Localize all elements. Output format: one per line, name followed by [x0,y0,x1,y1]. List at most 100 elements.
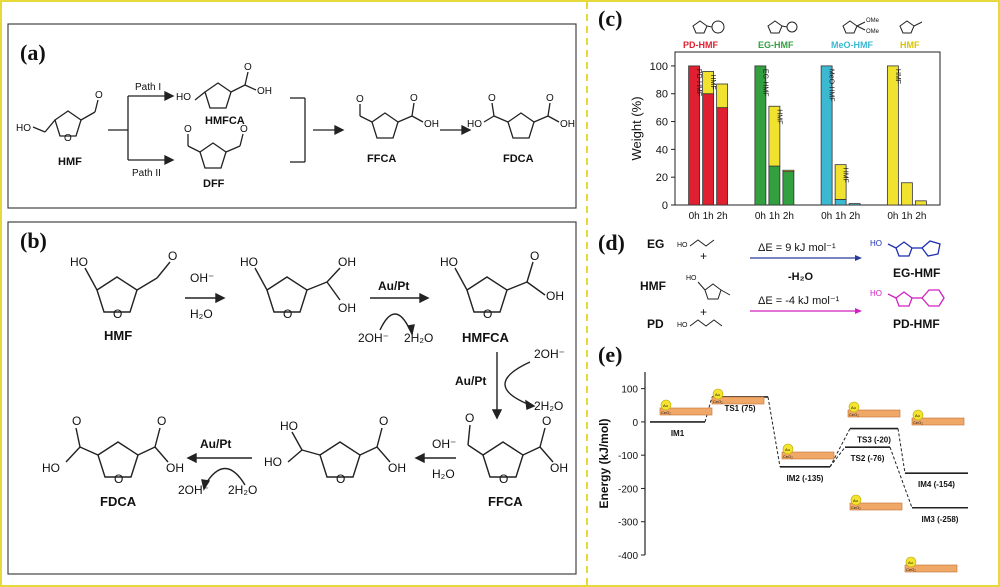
bar-meo-hmf-1h-meo-hmf [834,199,847,206]
panel-b-label: (b) [20,228,47,253]
fdca-a-o2: O [546,93,554,104]
ceo2-label: CeO₂ [713,399,723,404]
step2-arrow [370,292,430,337]
ffca-structure-a [359,102,424,139]
bar-eg-hmf-1h-eg-hmf [768,165,781,206]
ceo2-label: CeO₂ [913,420,923,425]
au-label: Au [908,560,913,565]
bar-pd-hmf-2h-pd-hmf [716,107,729,206]
fdca-structure-a [483,102,560,139]
fdca-b-o: O [114,472,123,486]
bar-eg-hmf-1h-hmf [768,105,781,167]
fdca-b-o1: O [72,414,81,428]
fdca-b-oh: OH [166,461,184,475]
panel-a: (a) HO O O HMF Path I Path II HO O [7,23,577,209]
ceo2-label: CeO₂ [851,505,861,510]
energy-connector [889,447,913,508]
x-tick-label: 2h [783,211,794,222]
pd-structure [689,319,723,327]
eg-hmf-structure [887,240,941,257]
pd-hmf-structure [887,289,945,307]
hmf-d-ho: HO [686,275,697,282]
ffca-b-o1: O [465,411,474,425]
x-tick-label: 0h [887,211,898,222]
au-label: Au [853,498,858,503]
ffca-a-name: FFCA [367,153,396,165]
meo-ome-2: OMe [866,29,880,35]
bar-inner-label: EG-HMF [761,69,768,97]
bar-pd-hmf-0h-pd-hmf [688,65,701,206]
bar-eg-hmf-2h-eg-hmf [782,171,795,206]
ffca-b-o: O [499,472,508,486]
merge-arrows-a [290,97,345,163]
hydrate-oh: OH [388,461,406,475]
step2-2oh: 2OH⁻ [358,331,389,345]
hmf-structure-a [32,99,99,137]
ceo2-surface [781,451,835,460]
hmfca-b-o: O [483,307,492,321]
hmfca-a-o: O [244,62,252,73]
delta-e-eg: ΔE = 9 kJ mol⁻¹ [758,242,836,254]
hmf-a-name: HMF [58,156,82,168]
step5-catalyst: Au/Pt [200,437,231,451]
energy-label-im2: IM2 (-135) [787,474,824,483]
ceo2-label: CeO₂ [849,412,859,417]
legend-meo-hmf: MeO-HMF [831,40,873,50]
ceo2-label: CeO₂ [783,454,793,459]
x-tick-label: 1h [769,211,780,222]
energy-connector [897,428,906,474]
step2-2h2o: 2H₂O [404,331,433,345]
eg-hmf-ho: HO [870,239,882,248]
panel-a-box [7,23,577,209]
step5-2h2o: 2H₂O [228,483,257,497]
meo-ome-1: OMe [866,18,880,24]
x-tick-label: 0h [821,211,832,222]
legend-hmf: HMF [900,40,920,50]
bar-inner-label: HMF [894,69,901,84]
hmf-a-ho: HO [16,123,31,134]
ffca-a-oh: OH [424,119,439,130]
energy-connector [829,428,851,468]
au-particle [660,399,672,411]
bar-inner-label: HMF [842,168,849,183]
legend-structures [692,20,923,34]
bar-pd-hmf-2h-hmf [716,83,729,109]
ffca-b-name: FFCA [488,494,523,509]
ceo2-surface [904,564,958,573]
hydrate-ho2: HO [264,455,282,469]
bar-pd-hmf-1h-pd-hmf [702,93,715,206]
branch-arrows-a [108,90,175,166]
au-particle [850,494,862,506]
fdca-a-name: FDCA [503,153,534,165]
energy-label-ts2: TS2 (-76) [851,454,885,463]
fdca-b-o2: O [157,414,166,428]
bar-inner-label: HMF [775,109,782,124]
x-tick-label: 2h [717,211,728,222]
bar-eg-hmf-2h-hmf [782,169,795,173]
au-label: Au [915,413,920,418]
reactant-eg: EG [647,237,664,251]
dff-a-name: DFF [203,178,225,190]
au-particle [905,556,917,568]
ceo2-surface [849,502,903,511]
gem-diol-oh2: OH [338,301,356,315]
panel-d-label: (d) [598,230,625,255]
x-tick-label: 0h [755,211,766,222]
eg-structure [689,239,715,247]
bar-hmf-1h-hmf [900,182,913,206]
hmf-b-aldehyde-o: O [168,249,177,263]
bar-meo-hmf-2h-meo-hmf [848,203,861,206]
step1-oh-minus: OH⁻ [190,271,214,285]
energy-connector [767,396,781,467]
energy-y-tick-label: -400 [618,551,638,562]
hmfca-a-oh: OH [257,86,272,97]
y-tick-label: 20 [656,172,668,184]
path-1-label: Path I [135,82,161,93]
path-2-label: Path II [132,168,161,179]
hydrate-o2: O [379,414,388,428]
dff-a-o1: O [184,124,192,135]
